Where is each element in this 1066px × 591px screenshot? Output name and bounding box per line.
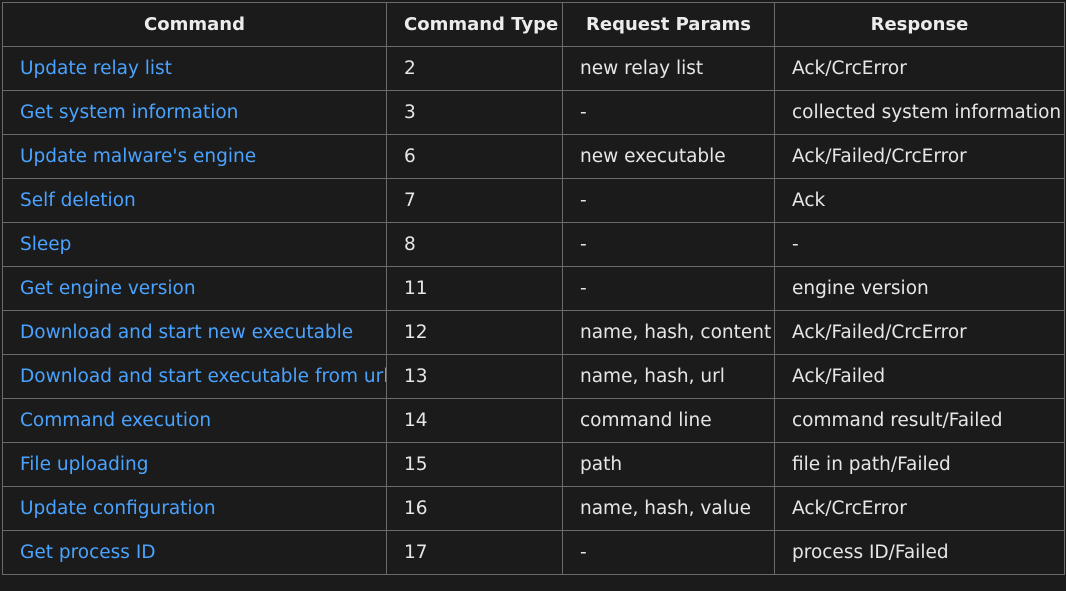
command-link[interactable]: Sleep <box>2 222 387 267</box>
command-link[interactable]: Command execution <box>2 398 387 443</box>
command-type-cell: 2 <box>386 46 563 91</box>
command-link[interactable]: Download and start new executable <box>2 310 387 355</box>
command-link[interactable]: Get engine version <box>2 266 387 311</box>
request-params-cell: new relay list <box>562 46 775 91</box>
request-params-cell: - <box>562 90 775 135</box>
command-link[interactable]: Get system information <box>2 90 387 135</box>
command-type-cell: 6 <box>386 134 563 179</box>
header-request-params: Request Params <box>562 2 775 47</box>
table-row: Download and start executable from url 1… <box>2 354 1065 399</box>
table-row: Get system information 3 - collected sys… <box>2 90 1065 135</box>
response-cell: collected system information <box>774 90 1065 135</box>
response-cell: engine version <box>774 266 1065 311</box>
table-row: Update relay list 2 new relay list Ack/C… <box>2 46 1065 91</box>
response-cell: Ack/CrcError <box>774 46 1065 91</box>
table-row: File uploading 15 path file in path/Fail… <box>2 442 1065 487</box>
command-link[interactable]: Update relay list <box>2 46 387 91</box>
table-row: Download and start new executable 12 nam… <box>2 310 1065 355</box>
command-type-cell: 14 <box>386 398 563 443</box>
request-params-cell: - <box>562 266 775 311</box>
response-cell: - <box>774 222 1065 267</box>
request-params-cell: name, hash, content <box>562 310 775 355</box>
response-cell: Ack/Failed/CrcError <box>774 310 1065 355</box>
response-cell: Ack/CrcError <box>774 486 1065 531</box>
table-row: Self deletion 7 - Ack <box>2 178 1065 223</box>
table-row: Get process ID 17 - process ID/Failed <box>2 530 1065 575</box>
response-cell: Ack/Failed/CrcError <box>774 134 1065 179</box>
command-link[interactable]: File uploading <box>2 442 387 487</box>
response-cell: file in path/Failed <box>774 442 1065 487</box>
command-type-cell: 7 <box>386 178 563 223</box>
command-type-cell: 15 <box>386 442 563 487</box>
response-cell: Ack <box>774 178 1065 223</box>
request-params-cell: - <box>562 530 775 575</box>
command-link[interactable]: Get process ID <box>2 530 387 575</box>
request-params-cell: name, hash, value <box>562 486 775 531</box>
request-params-cell: - <box>562 222 775 267</box>
command-type-cell: 16 <box>386 486 563 531</box>
request-params-cell: name, hash, url <box>562 354 775 399</box>
table-row: Update configuration 16 name, hash, valu… <box>2 486 1065 531</box>
request-params-cell: path <box>562 442 775 487</box>
command-type-cell: 12 <box>386 310 563 355</box>
command-link[interactable]: Update malware's engine <box>2 134 387 179</box>
response-cell: Ack/Failed <box>774 354 1065 399</box>
request-params-cell: - <box>562 178 775 223</box>
command-link[interactable]: Update configuration <box>2 486 387 531</box>
table-header-row: Command Command Type Request Params Resp… <box>2 2 1065 47</box>
command-link[interactable]: Download and start executable from url <box>2 354 387 399</box>
table-row: Get engine version 11 - engine version <box>2 266 1065 311</box>
response-cell: command result/Failed <box>774 398 1065 443</box>
commands-table: Command Command Type Request Params Resp… <box>2 2 1065 575</box>
command-type-cell: 17 <box>386 530 563 575</box>
command-link[interactable]: Self deletion <box>2 178 387 223</box>
response-cell: process ID/Failed <box>774 530 1065 575</box>
command-type-cell: 8 <box>386 222 563 267</box>
command-type-cell: 3 <box>386 90 563 135</box>
command-type-cell: 11 <box>386 266 563 311</box>
request-params-cell: command line <box>562 398 775 443</box>
table-row: Command execution 14 command line comman… <box>2 398 1065 443</box>
request-params-cell: new executable <box>562 134 775 179</box>
header-command-type: Command Type <box>386 2 563 47</box>
table-row: Sleep 8 - - <box>2 222 1065 267</box>
command-type-cell: 13 <box>386 354 563 399</box>
header-command: Command <box>2 2 387 47</box>
header-response: Response <box>774 2 1065 47</box>
table-row: Update malware's engine 6 new executable… <box>2 134 1065 179</box>
